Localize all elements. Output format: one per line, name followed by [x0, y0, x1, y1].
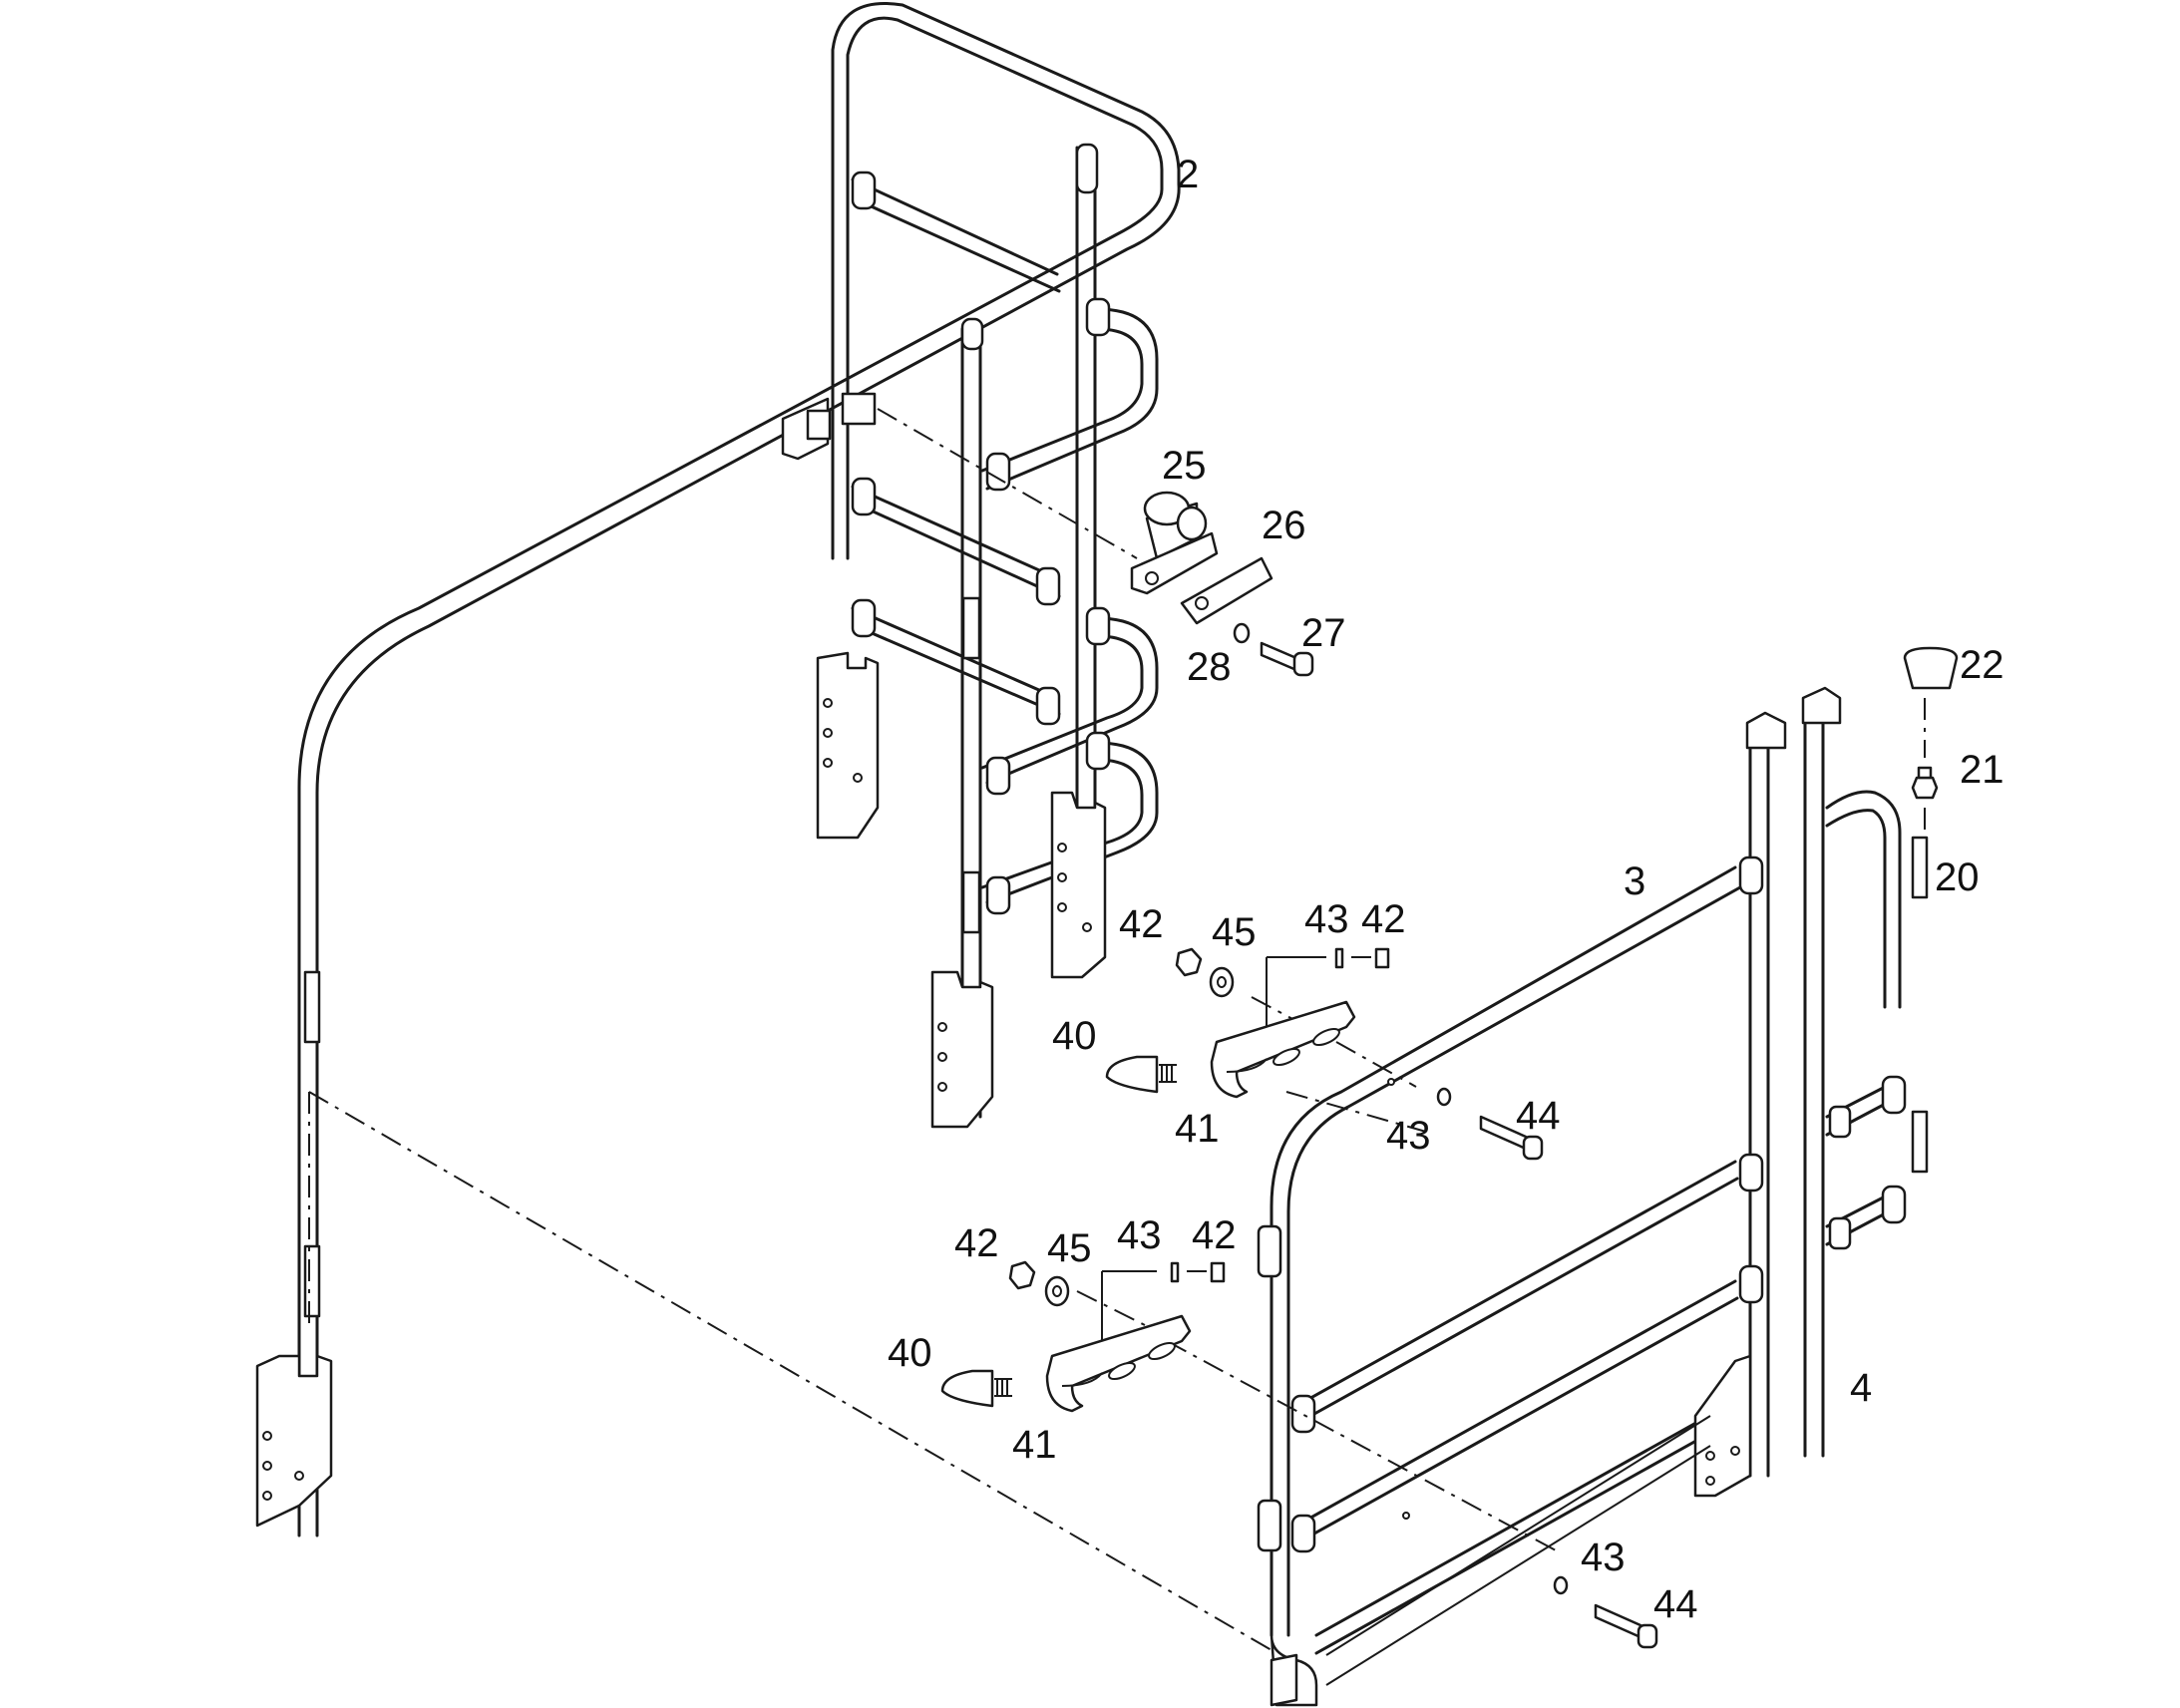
- callout-44a: 44: [1516, 1094, 1561, 1138]
- callout-28: 28: [1187, 645, 1232, 689]
- callout-21: 21: [1960, 748, 2004, 792]
- buffer-40-lower: [940, 1369, 994, 1408]
- callout-42a: 42: [1119, 902, 1164, 946]
- left-foot-plate: [255, 1354, 333, 1528]
- callout-44b: 44: [1653, 1582, 1698, 1626]
- callout-labels: 2 25 26 27 28 22 21 20 3 4 42 45 43 42 4…: [888, 153, 2004, 1626]
- washer-43-upper: [1436, 1087, 1452, 1107]
- callout-3: 3: [1624, 859, 1645, 903]
- bracket-41: [1210, 1000, 1356, 1099]
- callout-25: 25: [1162, 444, 1207, 488]
- top-cap-assembly: [1903, 646, 1959, 833]
- assembly-centerline-bottom: [308, 1091, 1272, 1651]
- callout-22: 22: [1960, 643, 2004, 687]
- clamp-plate: [1180, 556, 1273, 625]
- plug-cap: [1903, 646, 1959, 690]
- clamp-washer: [1233, 622, 1251, 644]
- narrow-gate-assembly-4: [1801, 686, 1929, 1458]
- nut-42: [1175, 947, 1203, 977]
- callout-42b: 42: [1361, 897, 1406, 941]
- clamp-assembly: [877, 408, 1314, 677]
- callout-43d: 43: [1581, 1536, 1626, 1579]
- screw-44-lower: [1594, 1603, 1642, 1639]
- callout-20: 20: [1935, 855, 1980, 899]
- callout-40b: 40: [888, 1331, 932, 1375]
- ladder-foot-plate-right: [1050, 791, 1107, 979]
- nut-42-lower: [1008, 1260, 1036, 1290]
- side-frame-assembly-2: [255, 2, 1181, 1537]
- gate-foot-plate: [1693, 1354, 1752, 1498]
- callout-41a: 41: [1175, 1107, 1220, 1151]
- callout-26: 26: [1262, 504, 1306, 547]
- gate-assembly-3: [1257, 711, 1787, 1707]
- bracket-41-lower: [1045, 1314, 1192, 1413]
- ladder-foot-plate-center: [930, 970, 994, 1129]
- callout-40a: 40: [1052, 1014, 1097, 1058]
- buffer-40: [1105, 1055, 1159, 1094]
- clamp-screw: [1260, 641, 1298, 672]
- callout-42c: 42: [954, 1221, 999, 1265]
- washer-43-lower: [1553, 1575, 1569, 1595]
- callout-27: 27: [1301, 611, 1346, 655]
- callout-45b: 45: [1047, 1226, 1092, 1270]
- bumper-group-lower: [940, 1260, 1658, 1649]
- callout-43c: 43: [1117, 1213, 1162, 1257]
- grease-nipple: [1911, 776, 1939, 800]
- bumper-group-upper: [1105, 947, 1544, 1161]
- callout-42d: 42: [1192, 1213, 1237, 1257]
- callout-4: 4: [1850, 1366, 1872, 1410]
- callout-2: 2: [1177, 153, 1199, 196]
- callout-45a: 45: [1212, 910, 1257, 954]
- callout-43a: 43: [1304, 897, 1349, 941]
- ladder-foot-plate-left: [816, 651, 880, 840]
- callout-43b: 43: [1386, 1114, 1431, 1158]
- callout-41b: 41: [1012, 1423, 1057, 1467]
